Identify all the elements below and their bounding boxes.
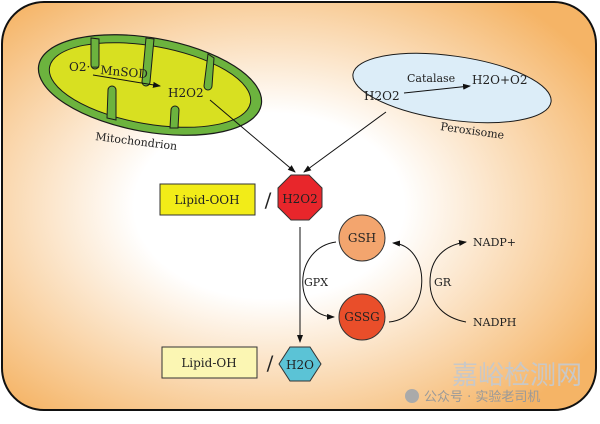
nadp-arrow <box>429 240 467 283</box>
perox-h2o2-label: H2O2 <box>364 89 400 103</box>
mnsod-label: MnSOD <box>100 63 149 81</box>
gssg-node <box>338 293 386 341</box>
nadph-label: NADPH <box>473 316 516 329</box>
cristae <box>90 37 215 129</box>
wechat-icon <box>405 389 419 403</box>
h2o-hexagon <box>278 346 322 382</box>
gsh-label: GSH <box>348 231 376 245</box>
h2o-label: H2O <box>286 358 314 372</box>
water-oxygen-label: H2O+O2 <box>472 73 527 87</box>
h2o2-label: H2O2 <box>282 192 318 206</box>
superoxide-label: O2·− <box>69 60 100 74</box>
nadp-label: NADP+ <box>473 236 516 249</box>
lipid-ooh-label: Lipid-OOH <box>174 193 239 207</box>
watermark-account: 公众号 · 实验老司机 <box>424 389 540 405</box>
separator: / <box>267 351 274 375</box>
watermark-site: 嘉峪检测网 <box>452 361 582 391</box>
gssg-label: GSSG <box>344 310 379 324</box>
separator: / <box>265 188 272 212</box>
gr-label: GR <box>434 276 452 289</box>
lipid-oh-label: Lipid-OH <box>181 356 236 370</box>
lipid-oh-box <box>161 346 258 379</box>
catalase-arrow <box>403 83 471 94</box>
nadph-line <box>429 281 467 323</box>
gpx-arc <box>302 241 337 320</box>
h2o2-octagon <box>277 174 323 221</box>
gsh-node <box>338 214 386 262</box>
gr-arc <box>388 240 423 323</box>
mnsod-arrow <box>92 74 161 88</box>
mito-to-h2o2-arrow <box>209 99 296 173</box>
catalase-label: Catalase <box>407 72 455 85</box>
mito-h2o2-label: H2O2 <box>168 86 204 100</box>
lipid-ooh-box <box>159 183 256 216</box>
perox-to-h2o2-arrow <box>303 111 387 173</box>
gpx-label: GPX <box>304 276 328 289</box>
